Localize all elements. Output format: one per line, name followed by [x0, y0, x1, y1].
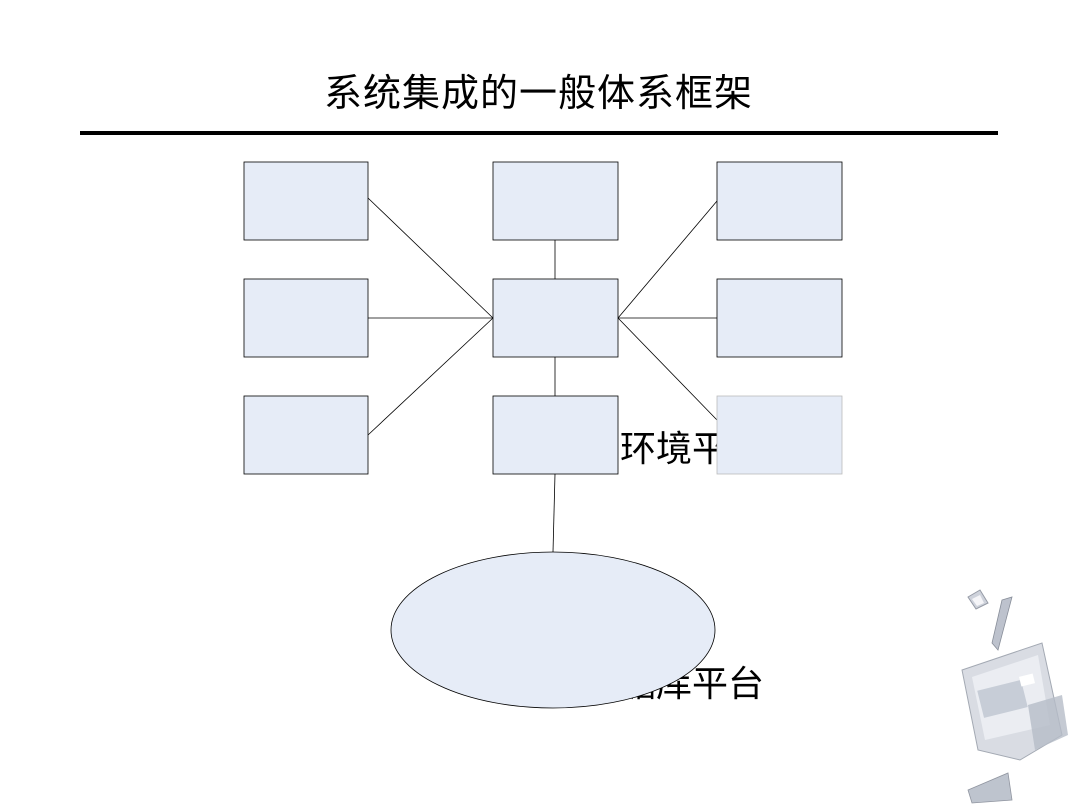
connector-bot-right: [617, 317, 718, 421]
box-mid-center: [492, 278, 619, 358]
slide-title: 系统集成的一般体系框架: [323, 71, 753, 115]
box-bottom-right: [716, 395, 843, 475]
box-top-right: [716, 161, 843, 241]
connector-to-db: [552, 473, 556, 553]
decorative-shards-icon: [961, 589, 1068, 804]
connector-top-left: [367, 197, 494, 319]
box-bottom-center: [492, 395, 619, 475]
box-mid-left: [243, 278, 369, 358]
box-mid-right: [716, 278, 843, 358]
env-platform-label: 环境平: [620, 429, 729, 470]
title-underline: [80, 131, 998, 135]
connector-top-right: [617, 200, 718, 319]
box-bottom-left: [243, 395, 369, 475]
connector-lines: [367, 197, 718, 553]
box-top-left: [243, 161, 369, 241]
database-ellipse: [390, 551, 716, 709]
box-top-center: [492, 161, 619, 241]
connector-bot-left: [367, 317, 494, 436]
